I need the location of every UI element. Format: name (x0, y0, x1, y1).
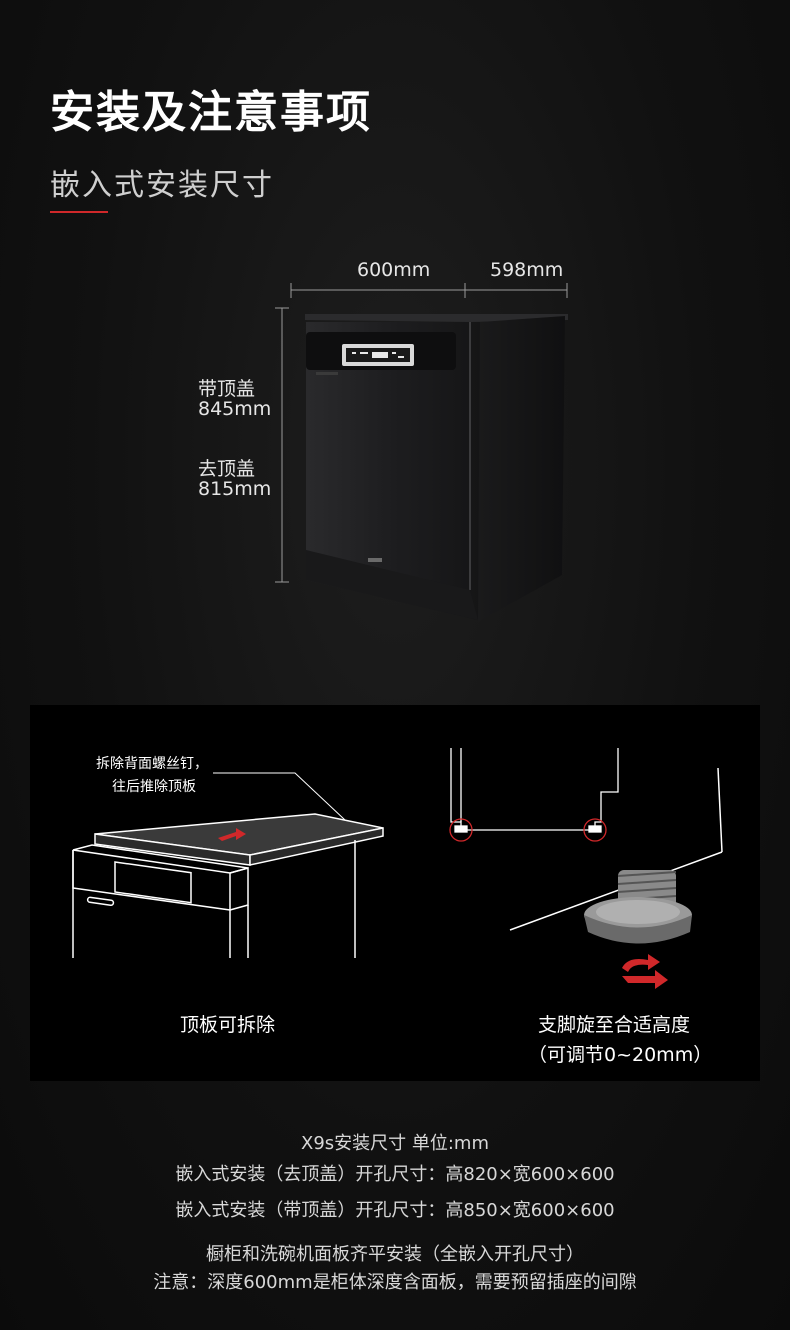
installation-detail-panel: 拆除背面螺丝钉， 往后推除顶板 顶板可拆除 支脚旋至合适高度 （可调节0~20m… (30, 705, 760, 1081)
foot-profile-illustration (449, 748, 619, 842)
push-arrow-icon (218, 828, 246, 841)
accent-underline (50, 211, 108, 213)
foot-adjust-caption: 支脚旋至合适高度 (538, 1014, 691, 1036)
section-subtitle: 嵌入式安装尺寸 (50, 168, 274, 203)
spec-without-top: 嵌入式安装（去顶盖）开孔尺寸：高820×宽600×600 (175, 1164, 615, 1185)
remove-top-instruction-line2: 往后推除顶板 (112, 779, 196, 795)
depth-dimension-label: 598mm (490, 259, 564, 281)
spec-with-top: 嵌入式安装（带顶盖）开孔尺寸：高850×宽600×600 (175, 1200, 615, 1221)
remove-top-caption: 顶板可拆除 (180, 1014, 276, 1036)
spec-flush-install: 橱柜和洗碗机面板齐平安装（全嵌入开孔尺寸） (206, 1244, 584, 1265)
rotate-arrow-icon (622, 954, 668, 989)
dishwasher-product-image (275, 283, 568, 622)
with-top-height-value: 845mm (198, 398, 272, 420)
with-top-height-label: 带顶盖 (198, 378, 256, 400)
installation-illustrations (72, 748, 723, 989)
foot-adjust-range: （可调节0~20mm） (528, 1044, 713, 1066)
adjustable-foot-illustration (509, 767, 723, 944)
page-title: 安装及注意事项 (50, 87, 372, 138)
remove-top-instruction-line1: 拆除背面螺丝钉， (96, 756, 208, 772)
without-top-height-value: 815mm (198, 478, 272, 500)
top-panel-removal-illustration (72, 772, 384, 958)
without-top-height-label: 去顶盖 (198, 458, 256, 480)
width-dimension-label: 600mm (357, 259, 431, 281)
spec-depth-note: 注意：深度600mm是柜体深度含面板，需要预留插座的间隙 (153, 1272, 637, 1293)
spec-title: X9s安装尺寸 单位:mm (300, 1133, 489, 1154)
